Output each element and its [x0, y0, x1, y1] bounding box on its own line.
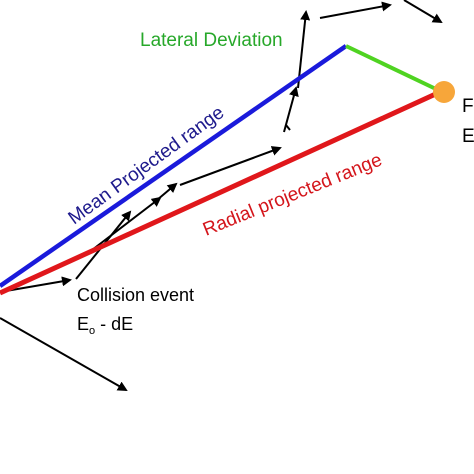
radial-projected-range-line: [0, 89, 442, 296]
mean-projected-range-label: Mean Projected range: [65, 102, 229, 229]
path-arrow-5: [156, 182, 178, 201]
path-arrow-10: [403, 0, 443, 24]
final-position-marker: [433, 81, 455, 103]
energy-subscript: o: [89, 325, 95, 337]
cut-off-label-bottom: E: [462, 126, 474, 147]
energy-label: Eo - dE: [77, 314, 133, 337]
path-arrow-6: [179, 146, 282, 186]
energy-rest: - dE: [95, 314, 133, 334]
path-arrow-2: [0, 317, 128, 391]
path-arrow-7: [283, 86, 299, 133]
collision-event-label: Collision event: [77, 285, 194, 305]
lateral-deviation-label: Lateral Deviation: [140, 30, 283, 51]
path-arrow-4: [91, 196, 162, 251]
energy-main: E: [77, 314, 89, 334]
lateral-deviation-line: [345, 44, 439, 92]
mean-projected-range-line: [0, 44, 348, 288]
radial-projected-range-label: Radial projected range: [200, 150, 385, 241]
path-segment: [285, 124, 291, 131]
path-arrow-8: [297, 10, 311, 89]
path-arrow-9: [319, 1, 392, 19]
cut-off-label-top: F: [462, 96, 474, 117]
